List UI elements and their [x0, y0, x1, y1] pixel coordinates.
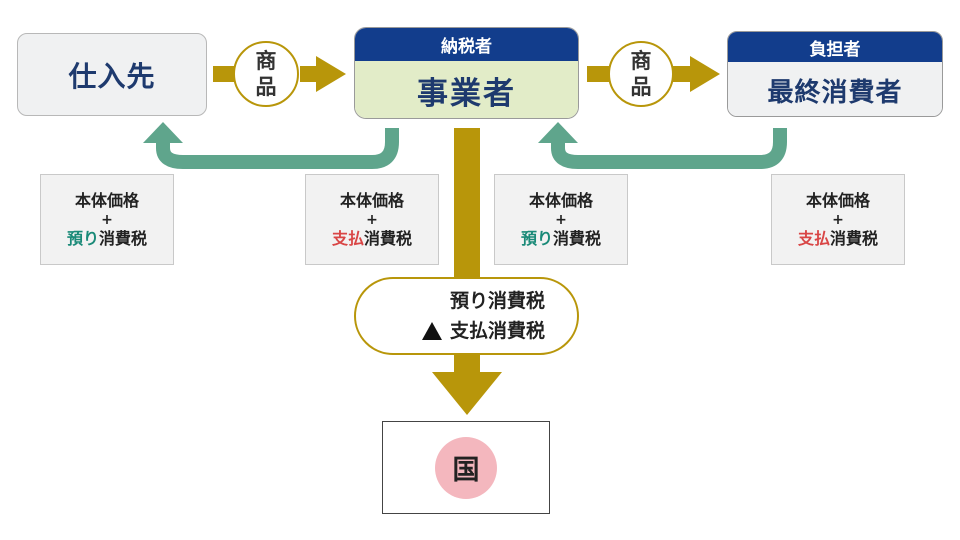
tax-calc-paid: 支払消費税	[449, 320, 545, 342]
price-box-highlight: 預り	[520, 228, 553, 248]
supplier-label: 仕入先	[68, 59, 156, 93]
business-box: 納税者 事業者	[354, 27, 579, 119]
price-box-line1: 本体価格	[74, 190, 139, 210]
tax-flow-arrow	[432, 128, 502, 415]
consumer-box: 負担者 最終消費者	[727, 31, 943, 117]
business-header-label: 納税者	[441, 37, 492, 57]
price-box-business-paid: 本体価格 + 支払消費税	[305, 174, 439, 265]
minus-triangle-icon	[421, 322, 442, 340]
price-box-suffix: 消費税	[364, 228, 413, 248]
goods-badge-left: 商 品	[233, 41, 299, 107]
goods-arrow-right	[587, 56, 720, 92]
price-box-consumer-paid: 本体価格 + 支払消費税	[771, 174, 905, 265]
business-header: 納税者	[355, 28, 578, 61]
tax-calc-received-line: 預り消費税	[376, 286, 545, 316]
price-box-line3: 支払消費税	[798, 228, 878, 250]
consumer-body: 最終消費者	[728, 62, 942, 116]
supplier-box: 仕入先	[17, 33, 207, 116]
country-label: 国	[452, 455, 480, 486]
price-box-plus: +	[366, 211, 378, 228]
consumer-label: 最終消費者	[767, 77, 903, 108]
tax-calc-paid-line: 支払消費税	[376, 316, 545, 346]
goods-char-1: 商	[630, 49, 652, 73]
payment-arrow-to-business	[538, 122, 787, 169]
price-box-line1: 本体価格	[805, 190, 870, 210]
price-box-line1: 本体価格	[528, 190, 593, 210]
payment-arrow-to-supplier	[143, 122, 399, 169]
price-box-supplier-side: 本体価格 + 預り消費税	[40, 174, 174, 265]
price-box-highlight: 支払	[331, 228, 364, 248]
price-box-line1: 本体価格	[339, 190, 404, 210]
price-box-highlight: 預り	[66, 228, 99, 248]
price-box-line3: 預り消費税	[67, 228, 147, 250]
price-box-line3: 支払消費税	[332, 228, 412, 250]
country-badge: 国	[435, 436, 497, 499]
business-body: 事業者	[355, 61, 578, 118]
price-box-suffix: 消費税	[99, 228, 148, 248]
goods-badge-right: 商 品	[608, 41, 674, 107]
price-box-highlight: 支払	[797, 228, 830, 248]
tax-calc-oval: 預り消費税 支払消費税	[354, 277, 579, 355]
price-box-suffix: 消費税	[830, 228, 879, 248]
consumer-header: 負担者	[728, 32, 942, 62]
price-box-plus: +	[832, 211, 844, 228]
price-box-suffix: 消費税	[553, 228, 602, 248]
goods-char-2: 品	[255, 75, 277, 99]
price-box-business-received: 本体価格 + 預り消費税	[494, 174, 628, 265]
consumer-header-label: 負担者	[809, 39, 861, 60]
country-box: 国	[382, 421, 550, 514]
tax-calc-received: 預り消費税	[449, 290, 545, 312]
price-box-line3: 預り消費税	[521, 228, 601, 250]
price-box-plus: +	[555, 211, 567, 228]
goods-arrow-left	[213, 56, 346, 92]
goods-char-1: 商	[255, 49, 277, 73]
business-label: 事業者	[417, 76, 516, 112]
goods-char-2: 品	[630, 75, 652, 99]
price-box-plus: +	[101, 211, 113, 228]
